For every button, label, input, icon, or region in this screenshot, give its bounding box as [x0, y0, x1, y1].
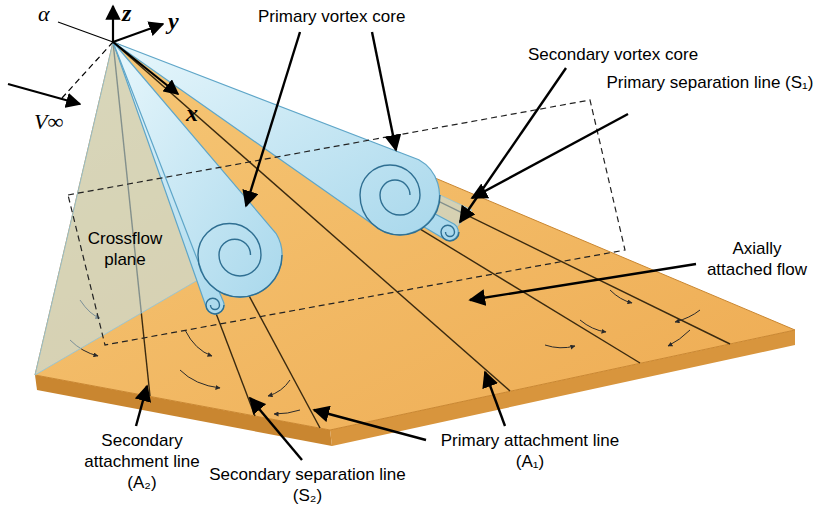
axis-label: x: [186, 100, 198, 126]
vortex-spiral: [360, 165, 440, 235]
vortex-spiral: [441, 225, 459, 241]
surface-lines: [113, 42, 730, 428]
flow-arrow: [274, 410, 300, 414]
delta-wing: [35, 42, 795, 446]
leader-arrow: [460, 68, 566, 222]
callout-label: Primary attachment line (A₁): [430, 430, 630, 472]
vortex-spiral: [206, 298, 224, 314]
vortex-cones: [113, 42, 458, 314]
primary-vortex-cone: [113, 42, 439, 235]
secondary-vortex-cone: [113, 42, 458, 241]
secondary-separation-line: [113, 42, 640, 363]
callout-label: Primary vortex core: [258, 6, 405, 27]
velocity-label: V∞: [34, 110, 63, 134]
plane-label: Crossflow plane: [84, 228, 166, 270]
axes: [8, 6, 178, 104]
leader-arrow: [472, 114, 628, 198]
leader-arrow: [246, 32, 300, 206]
flow-arrow: [268, 380, 290, 396]
flow-arrow: [545, 345, 575, 348]
vortex-spirals: [198, 165, 459, 314]
angle-label: α: [38, 2, 50, 26]
axis-label: y: [168, 8, 179, 34]
z-axis: [112, 6, 114, 42]
flow-arrow: [668, 330, 690, 346]
wing-surface: [35, 42, 795, 430]
leader-arrow: [372, 32, 396, 150]
flow-arrow: [180, 370, 220, 388]
callout-label: Secondary attachment line (A₂): [72, 430, 212, 493]
leader-arrow: [136, 386, 147, 426]
flow-arrow: [675, 310, 700, 322]
crossflow-plane-outline: [68, 100, 625, 345]
flow-arrows: [70, 290, 700, 414]
freestream-arrow: [8, 84, 80, 104]
callout-label: Primary separation line (S₁): [605, 72, 815, 93]
freestream-line: [62, 42, 113, 98]
vortex-spiral: [198, 224, 282, 297]
flow-arrow: [580, 320, 606, 332]
reference-line: [58, 22, 113, 42]
callout-label: Axially attached flow: [700, 238, 814, 280]
callout-label: Secondary separation line (S₂): [200, 464, 415, 506]
flow-arrow: [185, 330, 212, 356]
leader-arrows: [136, 32, 696, 460]
callout-label: Secondary vortex core: [528, 44, 698, 65]
axis-label: z: [122, 0, 131, 26]
flow-arrow: [610, 290, 632, 303]
leader-arrow: [314, 410, 426, 440]
y-axis: [113, 24, 163, 42]
leader-arrow: [485, 372, 505, 426]
x-axis: [113, 42, 178, 94]
leader-arrow: [470, 264, 696, 300]
leader-arrow: [250, 398, 302, 460]
